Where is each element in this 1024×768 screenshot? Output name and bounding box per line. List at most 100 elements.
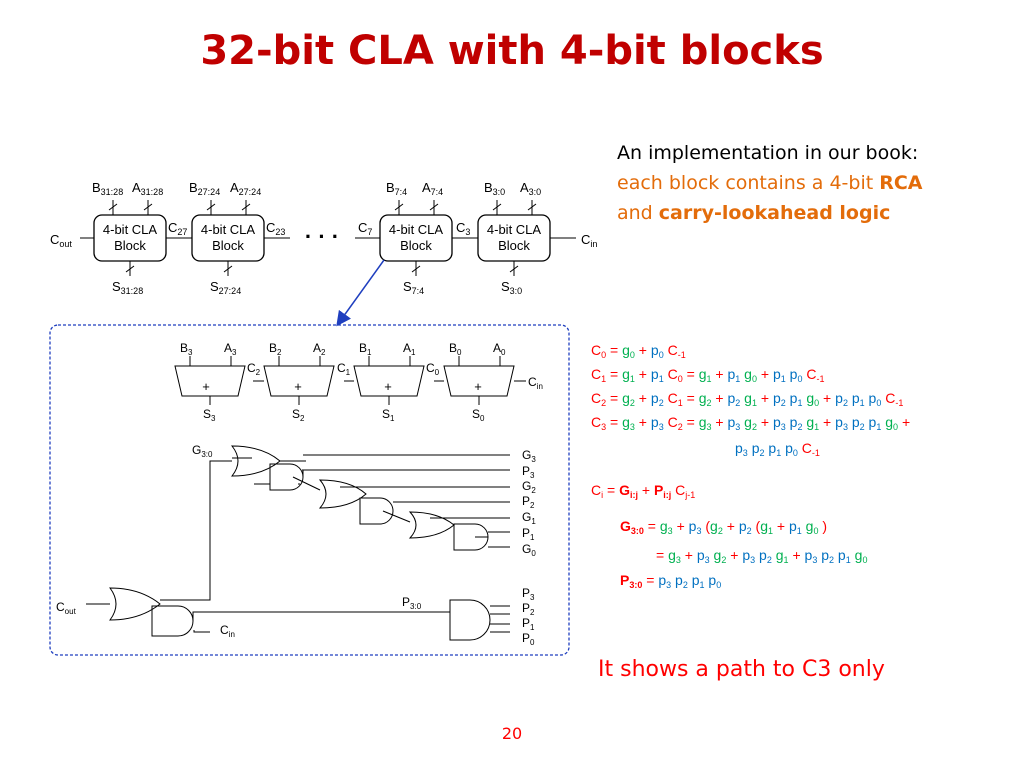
label-p-p3: P3 bbox=[522, 586, 535, 602]
label-c23: C23 bbox=[266, 220, 285, 237]
label-cout: Cout bbox=[50, 232, 72, 249]
or-gate-g2 bbox=[318, 479, 367, 509]
rca-adders bbox=[174, 356, 526, 405]
label-p-p2: P2 bbox=[522, 601, 535, 617]
label-a-31-28: A31:28 bbox=[132, 180, 163, 197]
label-p3-0: P3:0 bbox=[402, 595, 422, 611]
label-b-27-24: B27:24 bbox=[189, 180, 220, 197]
adder-3 bbox=[174, 365, 246, 397]
label-a2: A2 bbox=[313, 341, 326, 357]
description: An implementation in our book: each bloc… bbox=[617, 138, 1017, 228]
label-a0: A0 bbox=[493, 341, 506, 357]
carry-lookahead-bold: carry-lookahead logic bbox=[658, 202, 891, 224]
label-s2: S2 bbox=[292, 407, 305, 423]
equation-c1: C1 = g1 + p1 C0 = g1 + p1 g0 + p1 p0 C-1 bbox=[591, 366, 825, 384]
label-cin: Cin bbox=[581, 232, 597, 249]
adder-symbol: + bbox=[474, 379, 482, 394]
label-gp-p2: P2 bbox=[522, 494, 535, 510]
description-line-1: An implementation in our book: bbox=[617, 142, 919, 164]
label-gp-g1: G1 bbox=[522, 510, 536, 526]
label-cout-detail: Cout bbox=[56, 600, 77, 616]
label-a-27-24: A27:24 bbox=[230, 180, 261, 197]
label-gp-g2: G2 bbox=[522, 479, 536, 495]
label-a1: A1 bbox=[403, 341, 416, 357]
label-g3-0: G3:0 bbox=[192, 443, 213, 459]
page-number: 20 bbox=[501, 724, 523, 743]
adder-symbol: + bbox=[202, 379, 210, 394]
equation-c0: C0 = g0 + p0 C-1 bbox=[591, 342, 686, 360]
or-gate-cout bbox=[109, 587, 161, 621]
label-s3: S3 bbox=[203, 407, 216, 423]
block-label-line2: Block bbox=[114, 238, 146, 253]
equation-g30: G3:0 = g3 + p3 (g2 + p2 (g1 + p1 g0 ) bbox=[620, 518, 828, 536]
equation-c3-cont: p3 p2 p1 p0 C-1 bbox=[735, 440, 820, 458]
equation-c3: C3 = g3 + p3 C2 = g3 + p3 g2 + p3 p2 g1 … bbox=[591, 414, 911, 432]
label-gp-g3: G3 bbox=[522, 448, 536, 464]
label-b-7-4: B7:4 bbox=[386, 180, 407, 197]
adder-0 bbox=[443, 365, 515, 397]
label-c2: C2 bbox=[247, 361, 261, 377]
adder-2 bbox=[263, 365, 335, 397]
block-label-line2: Block bbox=[498, 238, 530, 253]
label-a-7-4: A7:4 bbox=[422, 180, 443, 197]
label-s-31-28: S31:28 bbox=[112, 279, 143, 296]
adder-symbol: + bbox=[294, 379, 302, 394]
block-label-line1: 4-bit CLA bbox=[103, 222, 158, 237]
detail-box bbox=[49, 324, 570, 656]
label-b2: B2 bbox=[269, 341, 282, 357]
label-gp-g0: G0 bbox=[522, 542, 536, 558]
label-c7: C7 bbox=[358, 220, 372, 237]
label-cin-detail: Cin bbox=[528, 375, 543, 391]
description-line-3: and carry-lookahead logic bbox=[617, 202, 891, 224]
and-gate-p30 bbox=[449, 599, 491, 641]
rca-bold: RCA bbox=[879, 172, 923, 194]
label-p-p1: P1 bbox=[522, 616, 535, 632]
and-gate-pcin bbox=[151, 605, 194, 637]
adder-symbol: + bbox=[384, 379, 392, 394]
label-gp-p1: P1 bbox=[522, 526, 535, 542]
and-gate-p3 bbox=[269, 463, 304, 491]
path-note: It shows a path to C3 only bbox=[598, 657, 885, 682]
label-b1: B1 bbox=[359, 341, 372, 357]
and-gate-p1 bbox=[453, 523, 489, 551]
label-s1: S1 bbox=[382, 407, 395, 423]
label-a-3-0: A3:0 bbox=[520, 180, 541, 197]
block-label-line2: Block bbox=[212, 238, 244, 253]
label-a3: A3 bbox=[224, 341, 237, 357]
ellipsis-dots: · · · bbox=[305, 224, 339, 249]
label-s-27-24: S27:24 bbox=[210, 279, 241, 296]
or-gate-g3 bbox=[230, 445, 281, 477]
equation-ci: Ci = Gi:j + Pi:j Cj-1 bbox=[591, 482, 696, 500]
label-b-31-28: B31:28 bbox=[92, 180, 123, 197]
label-b0: B0 bbox=[449, 341, 462, 357]
block-label-line1: 4-bit CLA bbox=[201, 222, 256, 237]
zoom-arrow bbox=[336, 259, 385, 327]
top-cla-chain bbox=[80, 200, 576, 276]
label-gp-p3: P3 bbox=[522, 464, 535, 480]
label-s0: S0 bbox=[472, 407, 485, 423]
equation-p30: P3:0 = p3 p2 p1 p0 bbox=[620, 572, 722, 590]
block-label-line2: Block bbox=[400, 238, 432, 253]
label-s-7-4: S7:4 bbox=[403, 279, 424, 296]
and-gate-p2 bbox=[359, 497, 394, 525]
label-c27: C27 bbox=[168, 220, 187, 237]
label-s-3-0: S3:0 bbox=[501, 279, 522, 296]
block-label-line1: 4-bit CLA bbox=[389, 222, 444, 237]
equation-g30-expanded: = g3 + p3 g2 + p3 p2 g1 + p3 p2 p1 g0 bbox=[656, 547, 868, 565]
label-c3: C3 bbox=[456, 220, 470, 237]
block-label-line1: 4-bit CLA bbox=[487, 222, 542, 237]
top-bus-wires bbox=[108, 200, 537, 276]
label-c0: C0 bbox=[426, 361, 440, 377]
description-line-2: each block contains a 4-bit RCA bbox=[617, 172, 923, 194]
label-b3: B3 bbox=[180, 341, 193, 357]
slide-title: 32-bit CLA with 4-bit blocks bbox=[200, 28, 824, 74]
label-b-3-0: B3:0 bbox=[484, 180, 505, 197]
equation-c2: C2 = g2 + p2 C1 = g2 + p2 g1 + p2 p1 g0 … bbox=[591, 390, 904, 408]
label-c1: C1 bbox=[337, 361, 351, 377]
adder-1 bbox=[353, 365, 425, 397]
or-gate-g1 bbox=[408, 511, 455, 539]
label-p-p0: P0 bbox=[522, 631, 535, 647]
label-cin2: Cin bbox=[220, 623, 235, 639]
lookahead-gates bbox=[86, 445, 510, 641]
